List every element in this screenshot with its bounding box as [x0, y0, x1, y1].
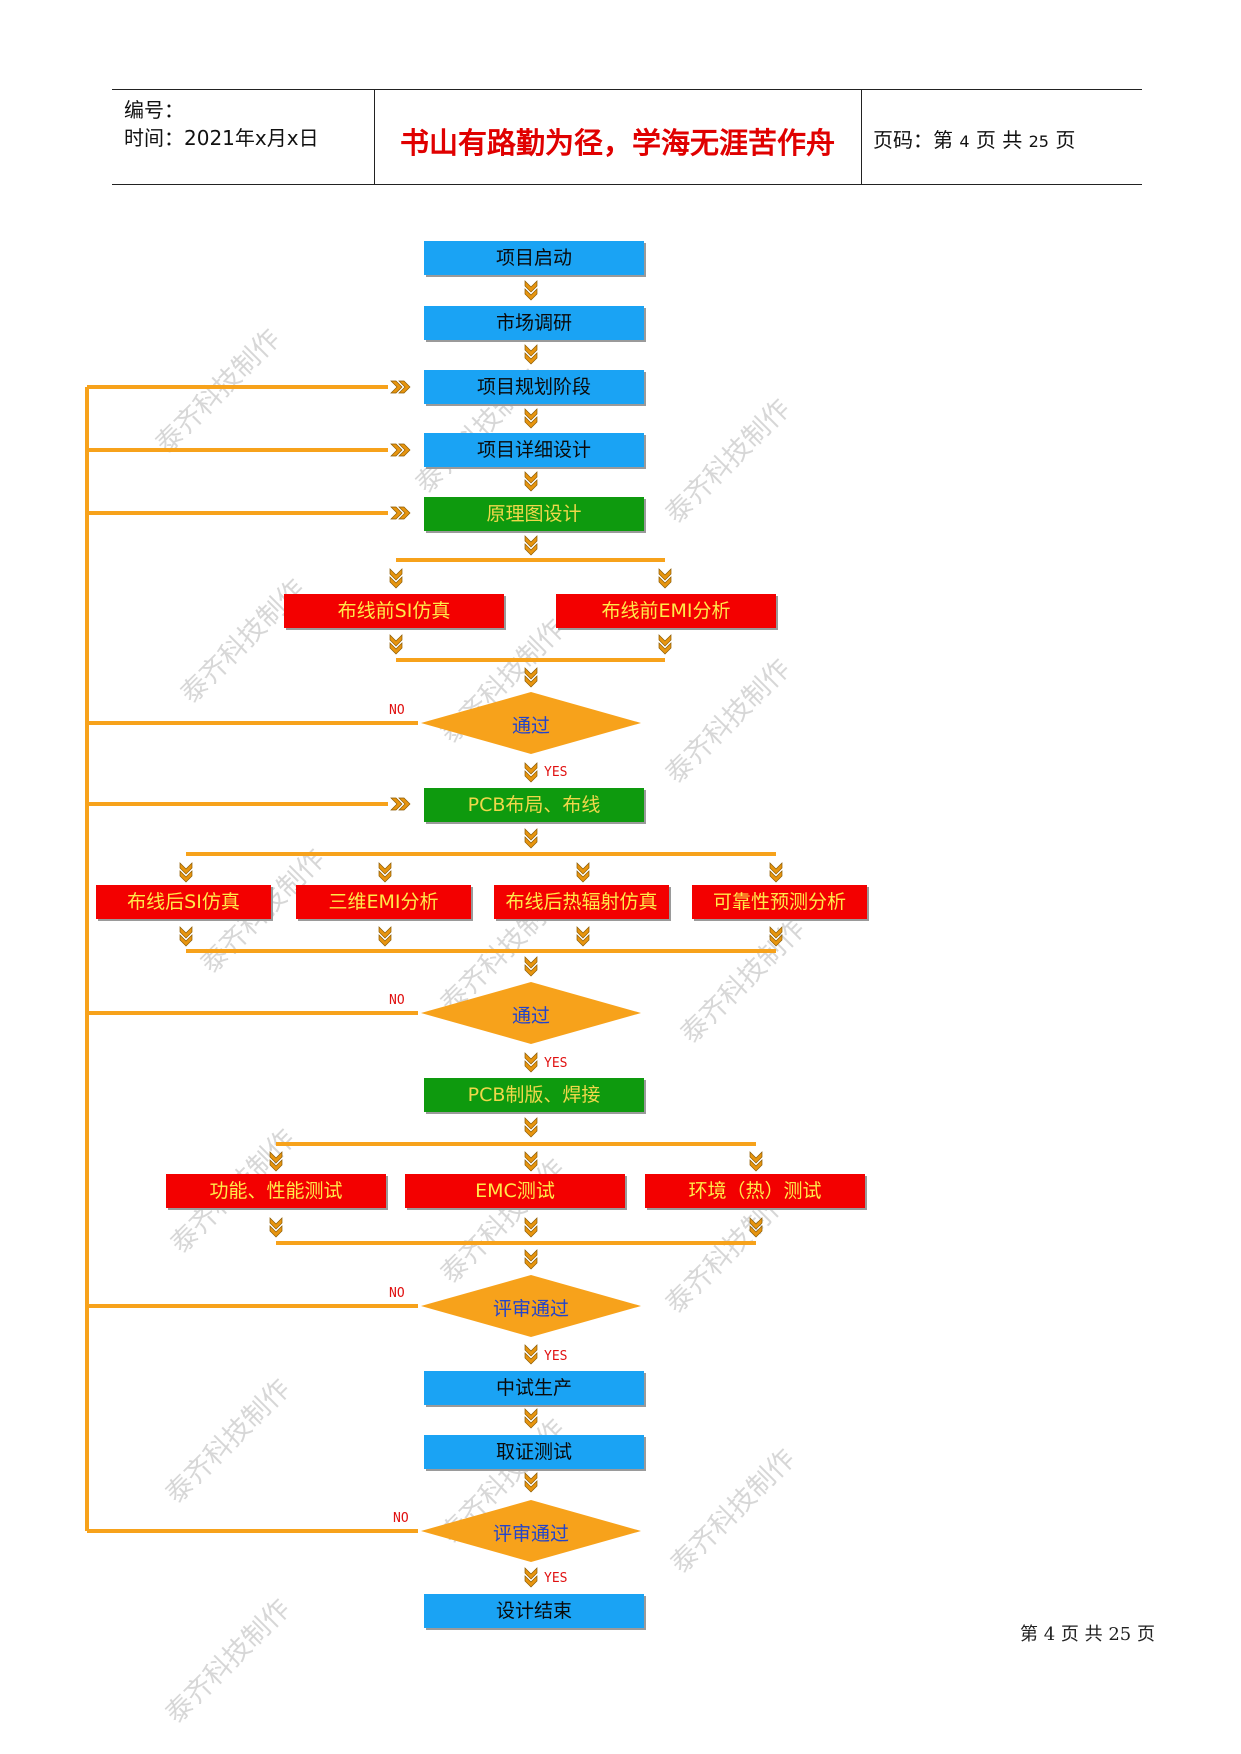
- document-header: 编号： 时间：2021年x月x日 书山有路勤为径，学海无涯苦作舟 页码：第 4 …: [112, 89, 1142, 185]
- step-project-planning: 项目规划阶段: [424, 370, 644, 404]
- step-reliability-prediction: 可靠性预测分析: [692, 885, 867, 919]
- no-label: NO: [389, 1286, 405, 1301]
- step-market-research: 市场调研: [424, 306, 644, 340]
- decision-diamond-review1: [421, 1275, 641, 1337]
- step-pre-route-si-sim: 布线前SI仿真: [284, 594, 504, 628]
- step-schematic-design: 原理图设计: [424, 497, 644, 531]
- yes-label: YES: [544, 1571, 568, 1586]
- decision-diamond-pass1: [421, 692, 641, 754]
- motto-text: 书山有路勤为径，学海无涯苦作舟: [399, 126, 835, 160]
- yes-label: YES: [544, 765, 568, 780]
- page-footer: 第 4 页 共 25 页: [1020, 1624, 1155, 1645]
- step-pcb-layout-routing: PCB布局、布线: [424, 788, 644, 822]
- no-label: NO: [389, 703, 405, 718]
- step-design-end: 设计结束: [424, 1594, 644, 1628]
- step-post-route-si-sim: 布线后SI仿真: [96, 885, 271, 919]
- decision-review2-label: 评审通过: [492, 1523, 569, 1545]
- decision-pass2-label: 通过: [511, 1005, 550, 1027]
- page-mid: 页 共: [975, 128, 1023, 152]
- no-label: NO: [389, 993, 405, 1008]
- step-environment-thermal-test: 环境（热）测试: [645, 1174, 865, 1208]
- step-emc-test: EMC测试: [405, 1174, 625, 1208]
- step-3d-emi-analysis: 三维EMI分析: [296, 885, 471, 919]
- page-total: 25: [1028, 132, 1049, 151]
- page-code: 页码：第 4 页 共 25 页: [873, 124, 1075, 153]
- no-label: NO: [393, 1511, 409, 1526]
- page-prefix: 页码：第: [873, 128, 953, 152]
- step-certification-test: 取证测试: [424, 1435, 644, 1469]
- doc-number-label: 编号：: [124, 98, 184, 122]
- step-project-start: 项目启动: [424, 241, 644, 275]
- decision-diamond-pass2: [421, 982, 641, 1044]
- doc-date-label: 时间：2021年x月x日: [124, 126, 319, 150]
- page-suffix: 页: [1055, 128, 1076, 152]
- step-detailed-design: 项目详细设计: [424, 433, 644, 467]
- page-current: 4: [959, 132, 970, 151]
- decision-pass1-label: 通过: [511, 715, 550, 737]
- yes-label: YES: [544, 1349, 568, 1364]
- yes-label: YES: [544, 1056, 568, 1071]
- header-page-cell: 页码：第 4 页 共 25 页: [861, 90, 1142, 184]
- decision-review1-label: 评审通过: [492, 1298, 569, 1320]
- step-pre-route-emi-analysis: 布线前EMI分析: [556, 594, 776, 628]
- step-function-performance-test: 功能、性能测试: [166, 1174, 386, 1208]
- header-motto-cell: 书山有路勤为径，学海无涯苦作舟: [374, 90, 862, 184]
- decision-diamond-review2: [421, 1500, 641, 1562]
- step-pcb-fabrication-soldering: PCB制版、焊接: [424, 1078, 644, 1112]
- header-meta-cell: 编号： 时间：2021年x月x日: [112, 90, 375, 184]
- step-pilot-production: 中试生产: [424, 1371, 644, 1405]
- step-post-route-thermal-sim: 布线后热辐射仿真: [494, 885, 669, 919]
